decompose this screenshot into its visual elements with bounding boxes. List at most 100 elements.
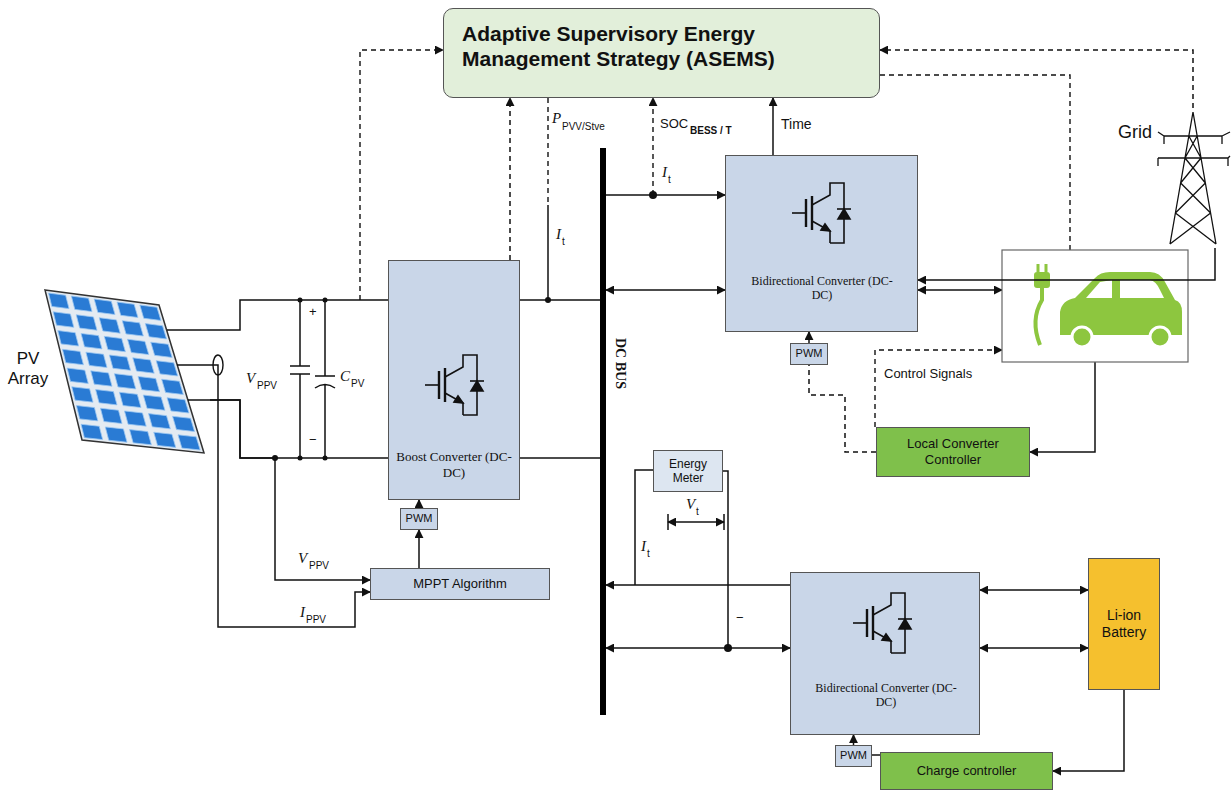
- voltage-symbol: V: [298, 550, 307, 567]
- pv-cell: [81, 333, 102, 348]
- tower-symbol: [1158, 112, 1230, 244]
- pv-cell: [173, 416, 195, 431]
- igbt-symbol: [853, 622, 867, 624]
- igbt-symbol: [898, 618, 912, 620]
- pv-cell: [86, 352, 107, 367]
- pv-cell: [133, 358, 154, 373]
- connector: [418, 500, 420, 508]
- igbt-symbol: [837, 208, 851, 210]
- mppt-box: MPPT Algorithm: [370, 568, 550, 600]
- pv-cell: [122, 321, 143, 336]
- polarity-sign: +: [309, 304, 317, 319]
- capacitor-symbol: [290, 300, 335, 458]
- pv-cell: [154, 432, 176, 447]
- pv-cell: [67, 368, 88, 383]
- node-label: Bidirectional Converter (DC-DC): [811, 681, 961, 710]
- pv-cell: [145, 324, 166, 339]
- igbt-symbol: [811, 196, 813, 230]
- igbt-symbol: [866, 609, 868, 637]
- pv-cell: [128, 339, 149, 354]
- energy-meter: Energy Meter: [653, 450, 723, 492]
- signal-line: [875, 350, 1002, 427]
- panel-frame: [45, 290, 204, 453]
- igbt-symbol: [821, 224, 830, 231]
- igbt-symbol: [425, 355, 484, 415]
- connector: [606, 584, 790, 586]
- igbt-symbol: [445, 393, 463, 415]
- node-label: Boost Converter (DC-DC): [393, 449, 515, 480]
- igbt-symbol: [872, 606, 874, 640]
- pv-cell: [99, 318, 120, 333]
- igbt-symbol: [882, 634, 891, 641]
- voltage-symbol: V: [246, 370, 255, 387]
- signal-subscript: t: [562, 236, 565, 247]
- current-symbol: I: [300, 604, 305, 621]
- connector: [808, 332, 810, 343]
- pv-cell: [105, 427, 127, 442]
- boost-converter: Boost Converter (DC-DC): [388, 260, 520, 500]
- igbt-symbol: [792, 183, 851, 243]
- pv-lead: [188, 399, 210, 401]
- node-label: Energy Meter: [658, 457, 718, 486]
- connector: [509, 98, 511, 260]
- ev-illustration: [1060, 272, 1182, 335]
- diode-symbol: [471, 381, 483, 391]
- strategy-box: Adaptive Supervisory Energy Management S…: [443, 8, 880, 98]
- connector: [880, 50, 1193, 108]
- voltage-symbol: V: [686, 496, 695, 513]
- signal-subscript: PPV: [306, 614, 326, 625]
- igbt-symbol: [805, 199, 807, 227]
- signal-subscript: PPV: [309, 560, 329, 571]
- node-label: PWM: [796, 347, 823, 360]
- ev-illustration: [1072, 327, 1092, 347]
- connector: [210, 300, 388, 330]
- current-symbol: I: [641, 538, 646, 555]
- dc-bus: DC BUS: [600, 148, 630, 715]
- pv-array: PV Array: [4, 283, 210, 461]
- pv-lead: [167, 329, 210, 331]
- capacitor-symbol: [290, 300, 310, 458]
- pv-cell: [149, 414, 171, 429]
- wire: [1030, 362, 1095, 452]
- pv-cell: [100, 408, 122, 423]
- pv-cell: [76, 315, 97, 330]
- bidirectional-converter: Bidirectional Converter (DC-DC): [725, 155, 918, 332]
- bar-drawing: [600, 148, 630, 715]
- pv-cell: [53, 312, 74, 328]
- pv-cell: [109, 355, 130, 370]
- pv-cell: [143, 395, 165, 410]
- node-label: PV Array: [4, 349, 52, 390]
- pv-cell: [124, 411, 146, 426]
- igbt-symbol: [445, 355, 477, 415]
- wire: [635, 470, 653, 585]
- bidirectional-converter: Bidirectional Converter (DC-DC): [790, 572, 980, 735]
- signal-subscript: t: [668, 174, 671, 185]
- pv-cell: [140, 305, 161, 320]
- connector: [918, 248, 1215, 280]
- igbt-symbol: [470, 380, 484, 382]
- current-symbol: I: [662, 164, 667, 181]
- igbt-symbol: [812, 183, 844, 243]
- pv-cell: [49, 293, 70, 309]
- igbt-symbol: [425, 384, 439, 386]
- connector: [418, 530, 420, 568]
- connector: [210, 400, 370, 580]
- current-symbol: I: [556, 226, 561, 243]
- pv-cell: [91, 371, 112, 386]
- pv-cell: [178, 435, 200, 450]
- pv-cell: [151, 342, 172, 357]
- pwm-box: PWM: [400, 508, 438, 530]
- igbt-symbol: [792, 212, 806, 214]
- signal-name: SOC: [660, 116, 688, 131]
- node-label: DC BUS: [611, 338, 628, 389]
- node-label: Local Converter Controller: [881, 436, 1025, 467]
- signal-line: [547, 98, 548, 205]
- igbt-symbol: [873, 593, 905, 653]
- pv-lead: [177, 364, 210, 366]
- pv-cell: [138, 376, 160, 391]
- pwm-box: PWM: [835, 745, 872, 767]
- connector: [606, 289, 725, 291]
- tower-symbol: [1158, 112, 1230, 244]
- igbt-drawing: [726, 156, 919, 333]
